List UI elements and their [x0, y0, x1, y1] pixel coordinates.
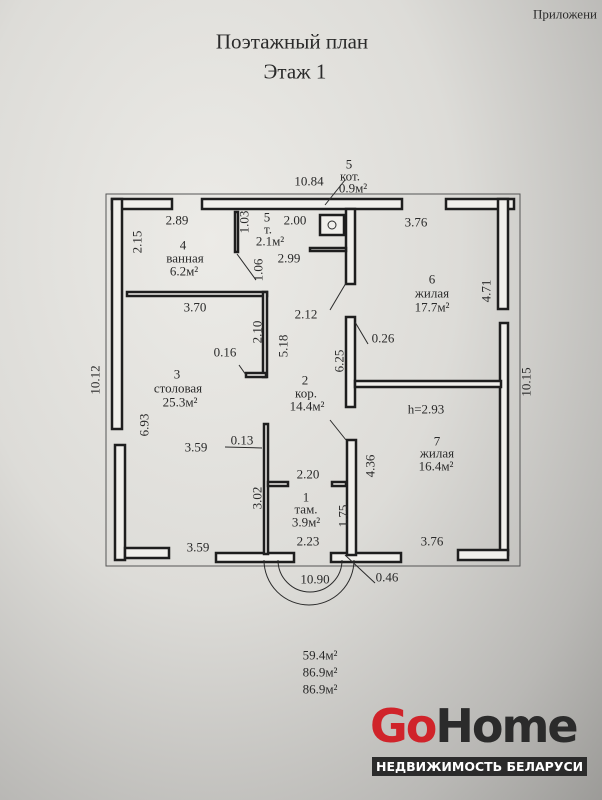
dim: 4.36 [362, 454, 378, 478]
dim-bottom-total: 10.90 [300, 571, 330, 587]
dim-right-total: 10.15 [518, 367, 534, 397]
dim: 3.59 [184, 439, 208, 455]
gohome-logo: GoHome [370, 703, 579, 749]
dim-top-total: 10.84 [294, 173, 324, 189]
room-3-name: столовая [153, 380, 203, 396]
room-3-number: 3 [173, 366, 181, 382]
room-5-area: 2.1м² [255, 233, 285, 249]
dim: 0.46 [375, 569, 399, 585]
dim: 3.02 [249, 486, 265, 510]
room-1-area: 3.9м² [291, 514, 321, 530]
room-3-area: 25.3м² [162, 394, 198, 410]
dim: 3.70 [183, 299, 207, 315]
room-6-area: 17.7м² [414, 299, 450, 315]
dim: 1.06 [250, 258, 266, 282]
room-1-number: 1 [302, 489, 310, 505]
room-4-area: 6.2м² [169, 263, 199, 279]
appendix-label: Приложени [532, 6, 598, 22]
dim: 0.26 [371, 330, 395, 346]
dim: 2.12 [294, 306, 318, 322]
dim-left-total: 10.12 [87, 365, 103, 395]
dim: 2.20 [296, 466, 320, 482]
dim: 6.25 [331, 349, 347, 373]
dim: 3.76 [420, 533, 444, 549]
room-5-name: т. [264, 221, 272, 237]
room-1-name: там. [294, 501, 318, 517]
dim: 5.18 [275, 334, 291, 358]
room-2-number: 2 [301, 372, 309, 388]
total-area-general: 86.9м² [302, 664, 338, 680]
room-7-area: 16.4м² [418, 458, 454, 474]
dim: 2.99 [277, 250, 301, 266]
room-7-name: жилая [419, 445, 455, 461]
dim: 1.75 [335, 504, 351, 528]
dim: 3.59 [186, 539, 210, 555]
room-4-number: 4 [179, 237, 187, 253]
dim: 2.15 [129, 230, 145, 254]
dim: 2.10 [249, 320, 265, 344]
dim: 6.93 [136, 413, 152, 437]
room-2-area: 14.4м² [289, 398, 325, 414]
room-2-name: кор. [295, 385, 317, 401]
total-area-living: 59.4м² [302, 647, 338, 663]
room-7-number: 7 [433, 433, 441, 449]
room-4-name: ванная [166, 250, 204, 266]
dim: 4.71 [478, 279, 494, 303]
dim: 2.23 [296, 533, 320, 549]
room-5b-name: кот. [340, 168, 360, 184]
ceiling-height: h=2.93 [407, 401, 445, 417]
dim: 0.13 [230, 432, 254, 448]
logo-tagline: НЕДВИЖИМОСТЬ БЕЛАРУСИ [372, 757, 588, 776]
dim: 0.16 [213, 344, 237, 360]
dim: 3.76 [404, 214, 428, 230]
room-5-number: 5 [263, 209, 271, 225]
logo-home: Home [435, 699, 578, 753]
page-title: Поэтажный план [215, 29, 369, 54]
floor-title: Этаж 1 [263, 59, 327, 84]
room-6-number: 6 [428, 271, 436, 287]
room-5b-area: 0.9м² [338, 180, 368, 196]
dim: 2.00 [283, 212, 307, 228]
total-area-full: 86.9м² [302, 681, 338, 697]
dim: 1.03 [236, 210, 252, 234]
room-6-name: жилая [414, 285, 450, 301]
dim: 2.89 [165, 212, 189, 228]
room-5b-number: 5 [345, 156, 353, 172]
logo-go: Go [370, 699, 437, 753]
